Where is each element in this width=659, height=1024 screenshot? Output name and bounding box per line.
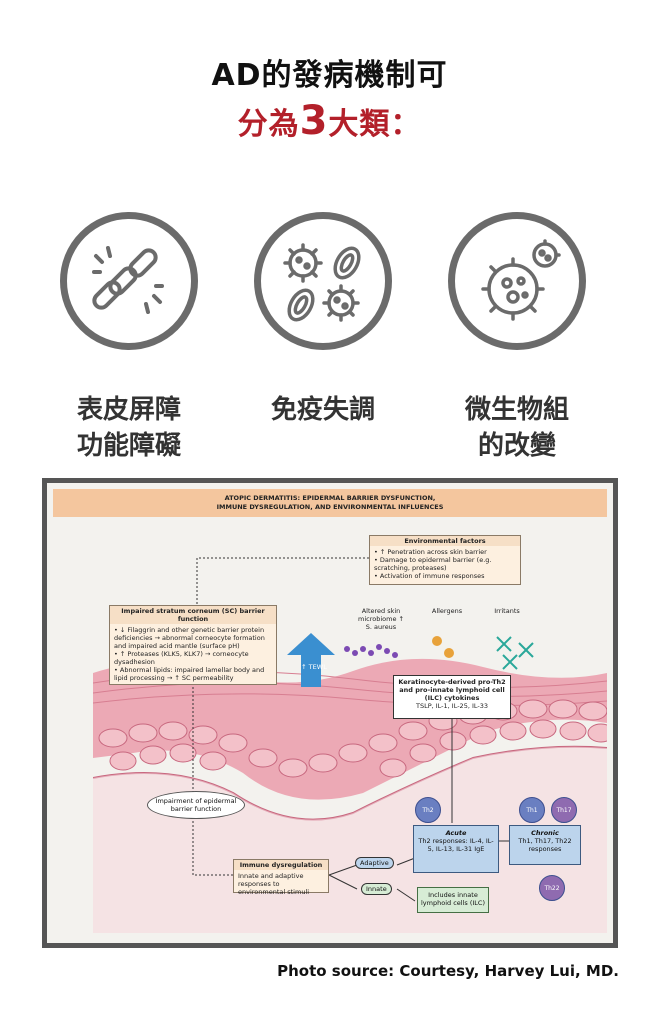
environmental-factors-box: Environmental factors • ↑ Penetration ac… (369, 535, 521, 585)
immune-dysregulation-box: Immune dysregulation Innate and adaptive… (233, 859, 329, 896)
microbe-icon (481, 239, 561, 321)
immune-circle (254, 212, 392, 350)
immune-label-line1: 免疫失調 (270, 395, 375, 425)
th2-cell: Th2 (415, 797, 441, 823)
page-subtitle: 分為3大類： (0, 98, 659, 144)
barrier-label-line2: 功能障礙 (76, 431, 181, 461)
microbiome-label-line1: 微生物組 (464, 395, 569, 425)
kc-detail: TSLP, IL-1, IL-25, IL-33 (415, 702, 489, 710)
innate-pill: Innate (361, 883, 392, 895)
sc-item-1: • ↓ Filaggrin and other genetic barrier … (114, 626, 265, 650)
microbiome-caption: Altered skin microbiome ↑ S. aureus (358, 607, 404, 631)
tewl-arrow (287, 633, 335, 687)
env-item-3: • Activation of immune responses (374, 572, 485, 580)
chronic-text: Th1, Th17, Th22 responses (518, 837, 572, 853)
env-item-1: • ↑ Penetration across skin barrier (374, 548, 487, 556)
subtitle-prefix: 分為 (237, 107, 300, 142)
impairment-oval: Impairment of epidermal barrier function (147, 791, 245, 819)
allergens-caption: Allergens (431, 607, 463, 615)
irritants-caption: Irritants (494, 607, 520, 615)
chronic-box: Chronic Th1, Th17, Th22 responses (509, 825, 581, 865)
th1-cell: Th1 (519, 797, 545, 823)
figure-header: ATOPIC DERMATITIS: EPIDERMAL BARRIER DYS… (53, 489, 607, 517)
keratinocyte-cytokines-box: Keratinocyte-derived pro-Th2 and pro-inn… (393, 675, 511, 719)
immune-title: Immune dysregulation (234, 860, 328, 870)
env-particles-illustration (344, 636, 534, 670)
barrier-circle (60, 212, 198, 350)
chronic-title: Chronic (531, 829, 559, 837)
microbiome-label-line2: 的改變 (477, 431, 556, 461)
immune-text: Innate and adaptive responses to environ… (238, 872, 310, 896)
dashed-connectors (192, 557, 509, 902)
broken-chain-icon (92, 246, 164, 314)
subtitle-number: 3 (299, 98, 329, 144)
env-item-2: • Damage to epidermal barrier (e.g. scra… (374, 556, 492, 572)
th17-cell: Th17 (551, 797, 577, 823)
microbiome-circle (448, 212, 586, 350)
pathogenesis-figure: ATOPIC DERMATITIS: EPIDERMAL BARRIER DYS… (42, 478, 618, 948)
figure-header-line1: ATOPIC DERMATITIS: EPIDERMAL BARRIER DYS… (224, 494, 436, 502)
figure-header-line2: IMMUNE DYSREGULATION, AND ENVIRONMENTAL … (216, 503, 444, 511)
ilc-box: Includes innate lymphoid cells (ILC) (417, 887, 489, 913)
acute-box: Acute Th2 responses: IL-4, IL-5, IL-13, … (413, 825, 499, 873)
microbiome-label: 微生物組 的改變 (422, 392, 612, 464)
kc-title: Keratinocyte-derived pro-Th2 and pro-inn… (398, 678, 506, 702)
subtitle-suffix: 大類： (328, 107, 422, 142)
sc-item-3: • Abnormal lipids: impaired lamellar bod… (114, 666, 265, 682)
acute-title: Acute (445, 829, 467, 837)
stratum-corneum-box: Impaired stratum corneum (SC) barrier fu… (109, 605, 277, 685)
env-title: Environmental factors (370, 536, 520, 546)
th22-cell: Th22 (539, 875, 565, 901)
immune-label: 免疫失調 (228, 392, 418, 428)
barrier-label: 表皮屏障 功能障礙 (34, 392, 224, 464)
photo-credit: Photo source: Courtesy, Harvey Lui, MD. (277, 962, 619, 980)
tewl-label: ↑ TEWL (301, 663, 327, 671)
sc-title: Impaired stratum corneum (SC) barrier fu… (110, 606, 276, 624)
germs-icon (283, 243, 361, 322)
page-title: AD的發病機制可 (211, 58, 448, 93)
adaptive-pill: Adaptive (355, 857, 394, 869)
acute-text: Th2 responses: IL-4, IL-5, IL-13, IL-31 … (418, 837, 494, 853)
sc-item-2: • ↑ Proteases (KLK5, KLK7) → corneocyte … (114, 650, 249, 666)
barrier-label-line1: 表皮屏障 (76, 395, 181, 425)
